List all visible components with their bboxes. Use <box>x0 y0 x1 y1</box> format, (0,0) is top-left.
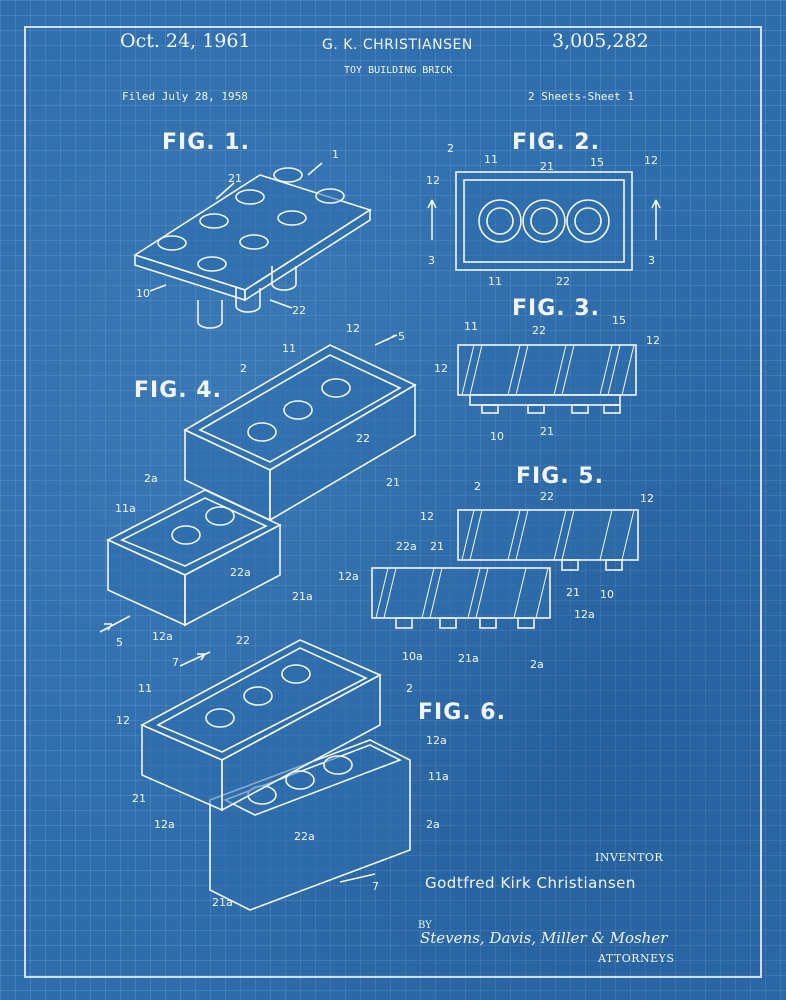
numeral: 15 <box>612 314 626 327</box>
numeral: 21 <box>132 792 146 805</box>
numeral: 22a <box>230 566 251 579</box>
numeral: 12a <box>426 734 447 747</box>
fig-5-section-drawing <box>371 509 639 629</box>
patent-title: TOY BUILDING BRICK <box>344 65 453 76</box>
numeral: 22a <box>396 540 417 553</box>
numeral: 5 <box>116 636 123 649</box>
numeral: 12 <box>426 174 440 187</box>
numeral: 2 <box>474 480 481 493</box>
numeral: 2a <box>144 472 158 485</box>
fig-5-label: FIG. 5. <box>516 464 604 489</box>
numeral: 10 <box>490 430 504 443</box>
fig-2-label: FIG. 2. <box>512 130 600 155</box>
numeral: 22 <box>540 490 554 503</box>
numeral: 15 <box>590 156 604 169</box>
numeral: 11 <box>282 342 296 355</box>
numeral: 11 <box>138 682 152 695</box>
numeral: 22 <box>356 432 370 445</box>
numeral: 22 <box>236 634 250 647</box>
inventor-name: Godtfred Kirk Christiansen <box>425 874 636 892</box>
fig-4-brick-drawing <box>99 334 417 633</box>
numeral: 12 <box>346 322 360 335</box>
fig-1-label: FIG. 1. <box>162 130 250 155</box>
fig-4-label: FIG. 4. <box>134 378 222 403</box>
numeral: 21a <box>458 652 479 665</box>
numeral: 12 <box>434 362 448 375</box>
numeral: 10a <box>402 650 423 663</box>
numeral: 5 <box>398 330 405 343</box>
numeral: 22a <box>294 830 315 843</box>
fig-6-brick-drawing <box>140 639 411 911</box>
numeral: 12 <box>640 492 654 505</box>
patent-date: Oct. 24, 1961 <box>120 30 251 52</box>
numeral: 12 <box>644 154 658 167</box>
numeral: 2 <box>240 362 247 375</box>
fig-3-label: FIG. 3. <box>512 296 600 321</box>
numeral: 10 <box>600 588 614 601</box>
numeral: 22 <box>556 275 570 288</box>
numeral: 3 <box>648 254 655 267</box>
numeral: 21a <box>212 896 233 909</box>
numeral: 7 <box>372 880 379 893</box>
sheet-count: 2 Sheets-Sheet 1 <box>528 90 634 103</box>
by-label: BY <box>418 920 432 931</box>
numeral: 3 <box>428 254 435 267</box>
attorneys-label: ATTORNEYS <box>598 952 675 965</box>
numeral: 21 <box>540 425 554 438</box>
fig-3-section-drawing <box>457 344 637 414</box>
inventor-short-name: G. K. CHRISTIANSEN <box>322 37 473 53</box>
numeral: 12a <box>154 818 175 831</box>
numeral: 21 <box>386 476 400 489</box>
numeral: 11a <box>115 502 136 515</box>
fig-6-label: FIG. 6. <box>418 700 506 725</box>
numeral: 12 <box>646 334 660 347</box>
fig-2-plan-drawing <box>427 171 661 271</box>
numeral: 22 <box>532 324 546 337</box>
numeral: 12 <box>116 714 130 727</box>
numeral: 7 <box>172 656 179 669</box>
numeral: 1 <box>332 148 339 161</box>
inventor-label: INVENTOR <box>595 851 664 864</box>
numeral: 21a <box>292 590 313 603</box>
numeral: 11a <box>428 770 449 783</box>
numeral: 10 <box>136 287 150 300</box>
numeral: 2a <box>426 818 440 831</box>
numeral: 2 <box>406 682 413 695</box>
filed-date: Filed July 28, 1958 <box>122 90 248 103</box>
numeral: 11 <box>484 153 498 166</box>
numeral: 11 <box>464 320 478 333</box>
patent-number: 3,005,282 <box>552 30 649 52</box>
attorney-signature: Stevens, Davis, Miller & Mosher <box>420 929 668 947</box>
numeral: 21 <box>430 540 444 553</box>
numeral: 12a <box>152 630 173 643</box>
numeral: 21 <box>228 172 242 185</box>
numeral: 22 <box>292 304 306 317</box>
numeral: 11 <box>488 275 502 288</box>
numeral: 12 <box>420 510 434 523</box>
numeral: 12a <box>338 570 359 583</box>
numeral: 2a <box>530 658 544 671</box>
sheet-border <box>24 26 762 978</box>
numeral: 21 <box>566 586 580 599</box>
numeral: 2 <box>447 142 454 155</box>
numeral: 21 <box>540 160 554 173</box>
numeral: 12a <box>574 608 595 621</box>
fig-1-brick-drawing <box>133 162 372 329</box>
